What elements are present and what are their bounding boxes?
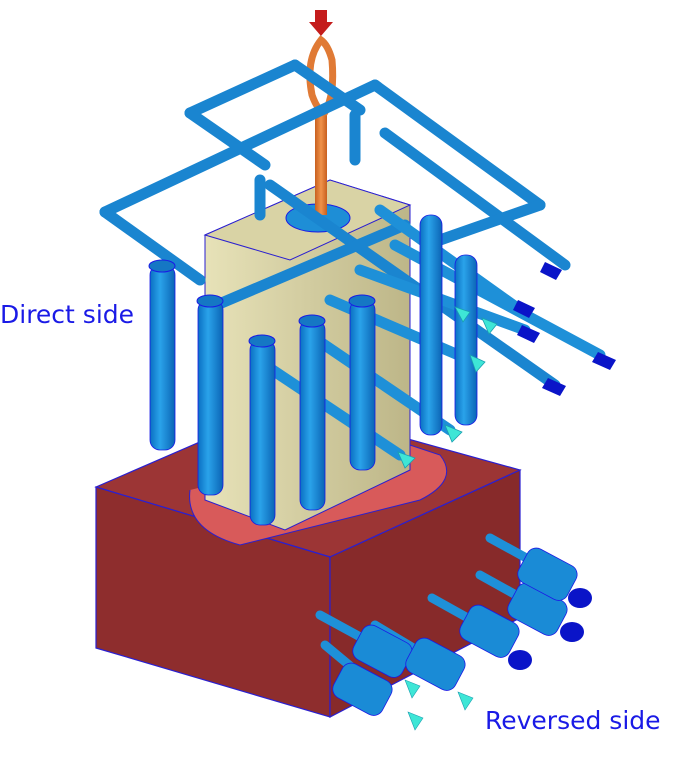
inlet-fitting-icons [513, 262, 616, 396]
cooling-channels-top [99, 59, 571, 391]
direct-side-label: Direct side [0, 300, 135, 329]
reversed-side-channels [315, 533, 592, 731]
outlet-arrow-icons [397, 306, 498, 469]
inlet-arrow-icon [309, 10, 333, 36]
reversed-side-label: Reversed side [485, 706, 661, 735]
cooling-pillars [148, 214, 478, 526]
